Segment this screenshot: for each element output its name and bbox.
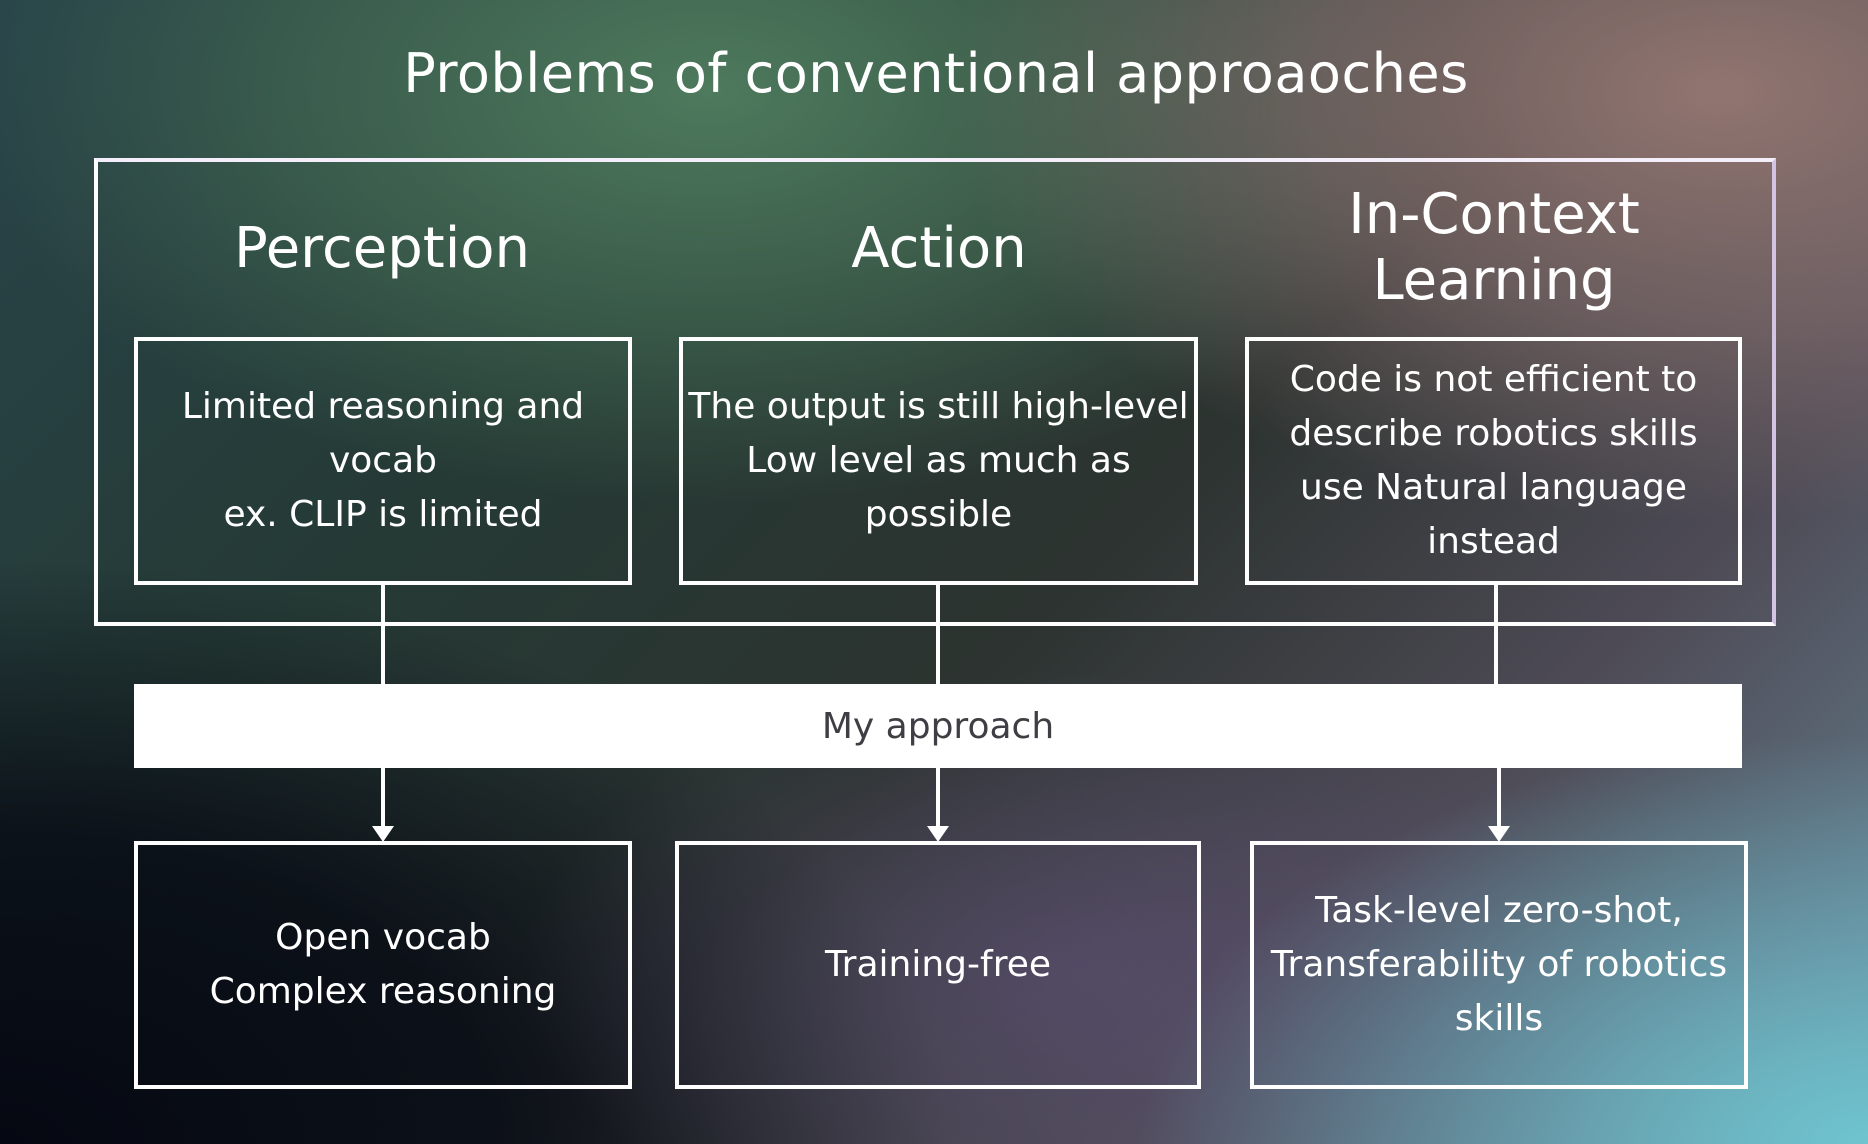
solution-text-in-context-learning: Task-level zero-shot, Transferability of… [1270,890,1728,1039]
problem-box-in-context-learning: Code is not efficient to describe roboti… [1245,337,1742,585]
heading-action: Action [851,216,1027,281]
heading-in-context-learning: In-Context Learning [1348,182,1640,313]
problem-box-perception: Limited reasoning and vocab ex. CLIP is … [134,337,632,585]
heading-perception: Perception [233,216,531,281]
arrowhead-perception [372,826,394,842]
solution-box-perception: Open vocab Complex reasoning [134,841,632,1089]
problem-box-action: The output is still high-level Low level… [679,337,1198,585]
problem-text-in-context-learning: Code is not efficient to describe roboti… [1289,359,1698,562]
solution-box-action: Training-free [675,841,1201,1089]
connector-action-bottom [936,768,940,828]
problem-text-perception: Limited reasoning and vocab ex. CLIP is … [181,386,585,535]
connector-icl-bottom [1497,768,1501,828]
diagram-title-text: Problems of conventional approaoches [403,42,1469,105]
connector-icl-top [1494,585,1498,685]
approach-label: My approach [821,705,1055,747]
connector-perception-bottom [381,768,385,828]
approach-bar: My approach [134,684,1742,768]
solution-text-action: Training-free [824,944,1052,985]
problems-frame [94,158,1776,626]
problem-text-action: The output is still high-level Low level… [688,386,1189,535]
diagram-title: Problems of conventional approaoches [0,42,1868,105]
connector-action-top [936,585,940,685]
solution-box-in-context-learning: Task-level zero-shot, Transferability of… [1250,841,1748,1089]
arrowhead-icl [1488,826,1510,842]
connector-perception-top [381,585,385,685]
solution-text-perception: Open vocab Complex reasoning [209,917,557,1012]
arrowhead-action [927,826,949,842]
